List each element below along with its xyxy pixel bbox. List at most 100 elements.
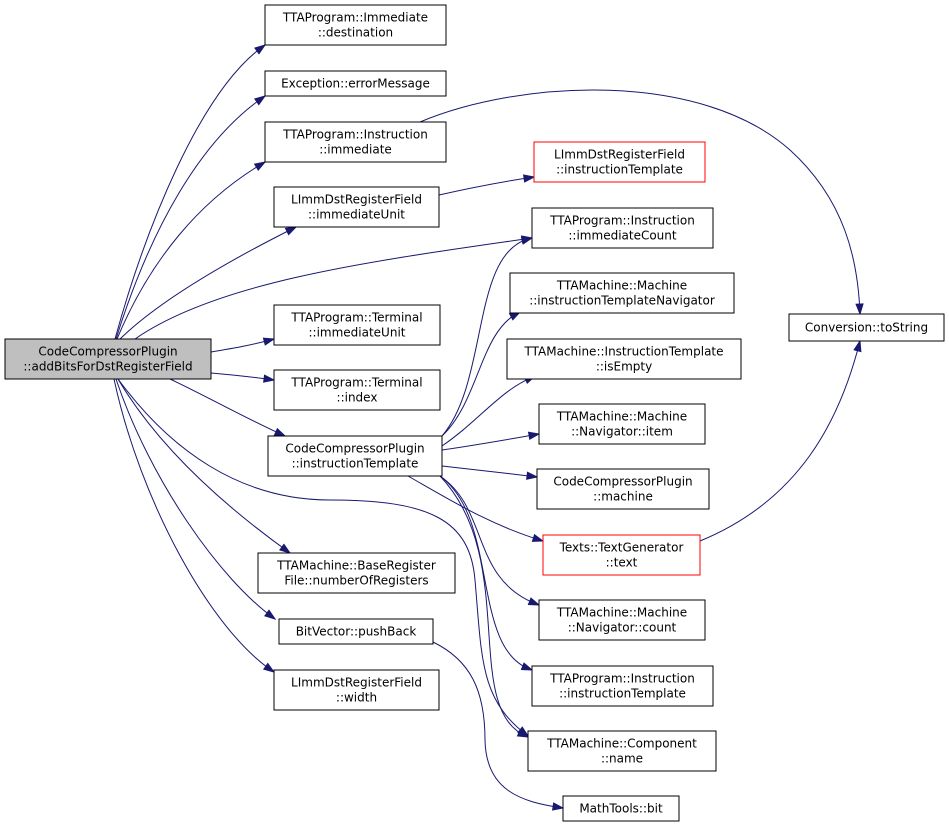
node-exception-errormessage[interactable]: Exception::errorMessage (264, 70, 447, 97)
edge-line (441, 237, 533, 437)
edge-root-to-terminal_index (210, 372, 276, 383)
node-textgenerator-text[interactable]: Texts::TextGenerator::text (542, 534, 701, 576)
node-limm-width[interactable]: LImmDstRegisterField::width (273, 669, 440, 711)
node-label-line: ::Navigator::count (568, 621, 677, 635)
arrowhead-icon (520, 236, 534, 245)
node-label-line: ::immediate (319, 143, 392, 157)
node-mathtools-bit[interactable]: MathTools::bit (562, 795, 680, 822)
node-box (267, 435, 443, 477)
node-ccp-machine[interactable]: CodeCompressorPlugin::machine (536, 468, 710, 510)
arrowhead-icon (254, 44, 267, 55)
edges-layer (113, 44, 864, 811)
node-label-line: ::machine (593, 490, 653, 504)
node-baseregisterfile-numberofregisters[interactable]: TTAMachine::BaseRegisterFile::numberOfRe… (257, 552, 456, 594)
edge-ccp_instructiontemplate-to-ccp_machine (441, 465, 539, 480)
arrowhead-icon (516, 728, 530, 738)
node-box (257, 552, 456, 594)
node-label-line: Conversion::toString (805, 321, 928, 335)
arrowhead-icon (855, 303, 864, 316)
node-terminal-index[interactable]: TTAProgram::Terminal::index (273, 369, 441, 411)
node-box (264, 121, 447, 163)
arrowhead-icon (531, 533, 545, 542)
node-label-line: LImmDstRegisterField (554, 148, 685, 162)
node-label-line: CodeCompressorPlugin (38, 345, 177, 359)
node-label-line: CodeCompressorPlugin (285, 442, 424, 456)
edge-root-to-limm_immediateunit (119, 226, 298, 340)
node-label-line: TTAProgram::Instruction (282, 128, 428, 142)
edge-line (439, 475, 529, 738)
node-box (273, 186, 440, 228)
edge-exception_errormessage-to-conversion_tostring (419, 89, 864, 316)
arrowhead-icon (853, 339, 862, 353)
edge-limm_immediateunit-to-limm_instructiontemplate (438, 174, 536, 196)
node-label-line: CodeCompressorPlugin (553, 475, 692, 489)
edge-line (419, 89, 861, 315)
edge-line (699, 340, 861, 542)
node-label-line: TTAProgram::Instruction (549, 672, 695, 686)
node-label-line: BitVector::pushBack (296, 625, 417, 639)
node-label-line: LImmDstRegisterField (291, 193, 422, 207)
node-instruction-immediatecount[interactable]: TTAProgram::Instruction::immediateCount (531, 207, 714, 249)
edge-line (113, 378, 275, 673)
node-instruction-instructiontemplate[interactable]: TTAProgram::Instruction::instructionTemp… (531, 665, 714, 707)
arrowhead-icon (279, 543, 292, 554)
edge-line (438, 176, 535, 196)
node-component-name[interactable]: TTAMachine::Component::name (527, 730, 717, 772)
node-box (273, 304, 441, 346)
edge-root-to-limm_width (113, 378, 276, 673)
edge-ccp_instructiontemplate-to-instruction_immediatecount (441, 236, 534, 437)
node-label-line: TTAProgram::Terminal (290, 311, 422, 325)
node-conversion-tostring[interactable]: Conversion::toString (788, 313, 945, 342)
node-terminal-immediateunit[interactable]: TTAProgram::Terminal::immediateUnit (273, 304, 441, 346)
node-label-line: TTAProgram::Instruction (549, 214, 695, 228)
edge-line (117, 378, 529, 737)
edge-ccp_instructiontemplate-to-navigator_count (439, 475, 541, 606)
edge-line (407, 475, 544, 542)
node-label-line: TTAProgram::Immediate (282, 11, 428, 25)
node-box (527, 730, 717, 772)
node-label-line: ::instructionTemplateNavigator (529, 294, 715, 308)
arrowhead-icon (284, 226, 298, 236)
node-label-line: ::addBitsForDstRegisterField (23, 360, 192, 374)
edge-root-to-instruction_immediate (116, 161, 267, 340)
nodes-layer: CodeCompressorPlugin::addBitsForDstRegis… (4, 4, 945, 822)
node-instruction-immediate[interactable]: TTAProgram::Instruction::immediate (264, 121, 447, 163)
node-box (536, 468, 710, 510)
edge-line (115, 378, 276, 620)
node-label-line: ::text (606, 556, 638, 570)
node-instructiontemplate-isempty[interactable]: TTAMachine::InstructionTemplate::isEmpty (506, 338, 742, 380)
node-label-line: ::immediateCount (568, 229, 677, 243)
node-label-line: TTAMachine::BaseRegister (276, 559, 436, 573)
node-limm-instructiontemplate[interactable]: LImmDstRegisterField::instructionTemplat… (533, 141, 706, 183)
node-label-line: Exception::errorMessage (281, 77, 430, 91)
node-bitvector-pushback[interactable]: BitVector::pushBack (278, 618, 434, 645)
arrowhead-icon (551, 802, 565, 811)
node-label-line: TTAMachine::Machine (556, 606, 687, 620)
arrowhead-icon (273, 427, 287, 437)
node-box (531, 207, 714, 249)
node-box (533, 141, 706, 183)
edge-line (169, 378, 286, 437)
edge-line (116, 161, 266, 340)
edge-line (441, 375, 536, 447)
node-label-line: ::index (337, 391, 378, 405)
node-limm-immediateunit[interactable]: LImmDstRegisterField::immediateUnit (273, 186, 440, 228)
node-label-line: ::instructionTemplate (292, 457, 419, 471)
node-label-line: MathTools::bit (579, 802, 663, 816)
edge-ccp_instructiontemplate-to-navigator_item (441, 431, 541, 451)
node-box (273, 669, 440, 711)
node-navigator-item[interactable]: TTAMachine::Machine::Navigator::item (538, 403, 706, 445)
node-box (538, 599, 706, 641)
arrowhead-icon (253, 161, 267, 171)
node-navigator-count[interactable]: TTAMachine::Machine::Navigator::count (538, 599, 706, 641)
node-ccp-instructiontemplate[interactable]: CodeCompressorPlugin::instructionTemplat… (267, 435, 443, 477)
edge-line (441, 465, 538, 478)
arrowhead-icon (253, 95, 267, 106)
node-box (264, 70, 447, 97)
node-immediate-destination[interactable]: TTAProgram::Immediate::destination (264, 4, 447, 46)
node-box (562, 795, 680, 822)
node-machine-instructiontemplatenavigator[interactable]: TTAMachine::Machine::instructionTemplate… (509, 272, 735, 314)
node-label-line: ::name (601, 752, 643, 766)
node-label-line: Texts::TextGenerator (559, 541, 684, 555)
edge-textgenerator_text-to-conversion_tostring (699, 339, 862, 542)
